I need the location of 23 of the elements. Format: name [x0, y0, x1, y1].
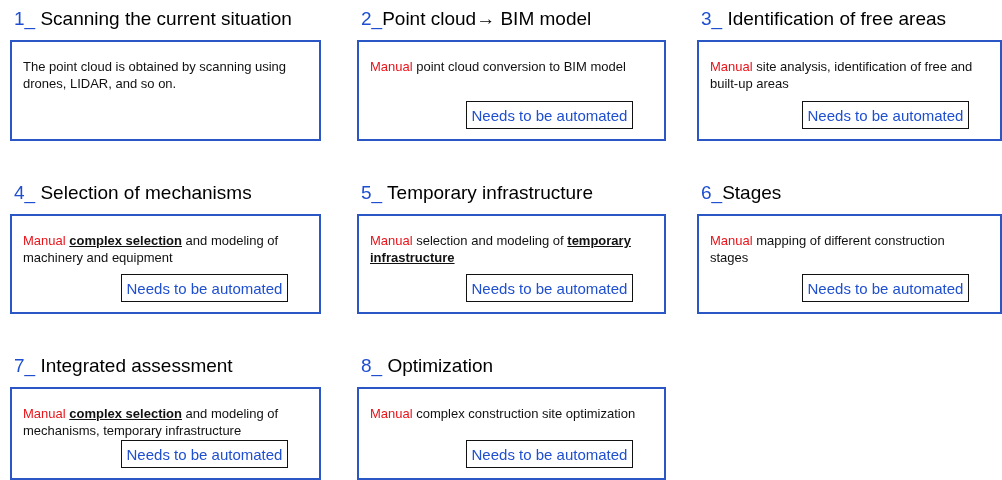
card-heading: 4_ Selection of mechanisms: [14, 182, 252, 204]
card-heading: 1_ Scanning the current situation: [14, 8, 292, 30]
status-tag: Needs to be automated: [121, 440, 288, 468]
description-text: Manual selection and modeling of temporary infrastructure: [370, 232, 632, 266]
status-tag: Needs to be automated: [466, 101, 633, 129]
description-text: Manual complex selection and modeling of mechanisms, temporary infrastructure: [23, 405, 280, 439]
card-heading: 5_ Temporary infrastructure: [361, 182, 593, 204]
card-heading: 6_Stages: [701, 182, 782, 204]
status-tag: Needs to be automated: [121, 274, 288, 302]
description-text: Manual point cloud conversion to BIM model: [370, 58, 627, 75]
status-tag: Needs to be automated: [466, 440, 633, 468]
card-heading: 3_ Identification of free areas: [701, 8, 947, 30]
description-text: Manual complex selection and modeling of machinery and equipment: [23, 232, 280, 266]
card-heading: 7_ Integrated assessment: [14, 355, 233, 377]
status-tag: Needs to be automated: [466, 274, 633, 302]
description-text: Manual site analysis, identification of free and built-up areas: [710, 58, 974, 92]
description-text: The point cloud is obtained by scanning using drones, LIDAR, and so on.: [23, 58, 288, 92]
status-tag: Needs to be automated: [802, 101, 969, 129]
card-heading: 8_ Optimization: [361, 355, 493, 377]
status-tag: Needs to be automated: [802, 274, 969, 302]
card-heading: 2_Point cloud→ BIM model: [361, 8, 592, 30]
description-text: Manual mapping of different construction stages: [710, 232, 946, 266]
description-text: Manual complex construction site optimization: [370, 405, 637, 422]
